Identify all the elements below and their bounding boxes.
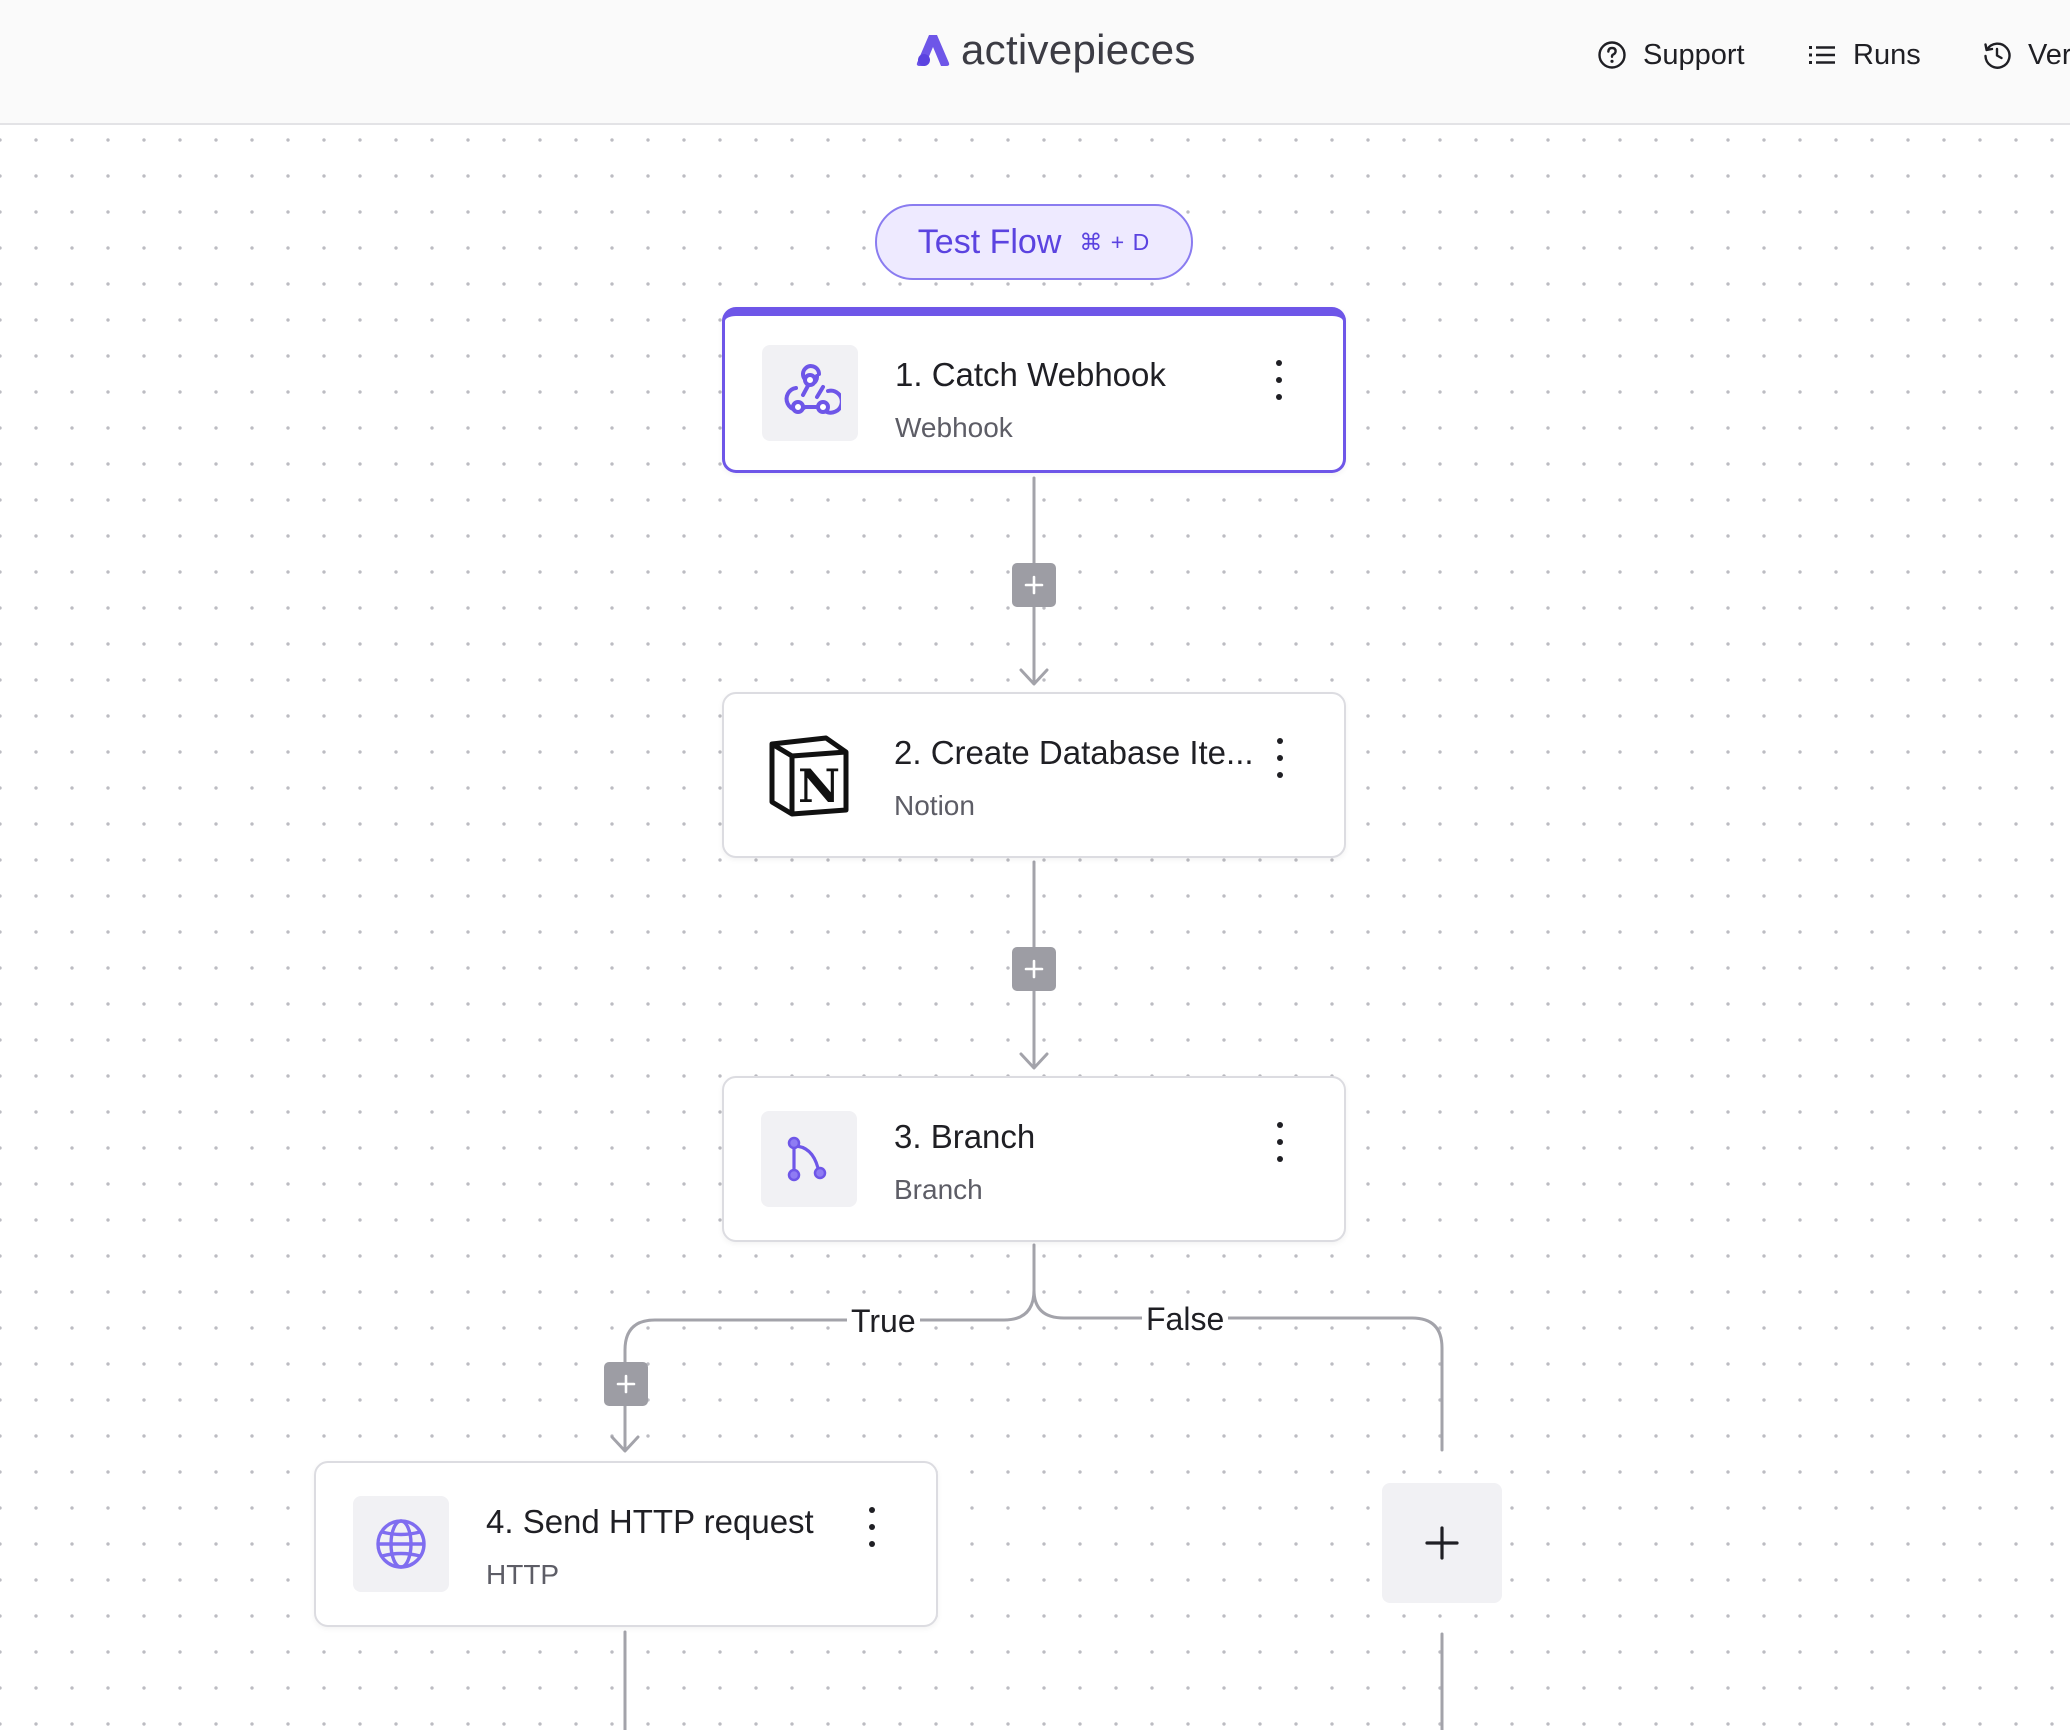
plus-icon xyxy=(1024,959,1044,979)
arrow-head-true-branch xyxy=(610,1435,640,1453)
step-icon-box xyxy=(762,345,858,441)
step-more-menu-icon[interactable] xyxy=(1268,738,1292,778)
branch-label-true: True xyxy=(847,1302,920,1340)
step-title: 2. Create Database Ite... xyxy=(894,734,1254,771)
globe-icon xyxy=(376,1519,426,1569)
step-card-create-database-item[interactable]: N 2. Create Database Ite... Notion xyxy=(722,692,1346,858)
plus-icon xyxy=(1024,575,1044,595)
step-title: 4. Send HTTP request xyxy=(486,1503,814,1540)
webhook-icon xyxy=(784,364,841,415)
connector-true-branch xyxy=(623,1243,1036,1452)
notion-icon: N xyxy=(769,735,849,817)
list-icon xyxy=(1809,46,1835,64)
test-flow-button[interactable]: Test Flow ⌘ + D xyxy=(875,204,1193,280)
runs-button[interactable]: Runs xyxy=(1807,34,1921,76)
step-subtitle: Branch xyxy=(894,1174,983,1205)
step-card-send-http-request[interactable]: 4. Send HTTP request HTTP xyxy=(314,1461,938,1627)
step-more-menu-icon[interactable] xyxy=(860,1507,884,1547)
step-subtitle: Webhook xyxy=(895,412,1013,443)
versions-label: Ver xyxy=(2028,38,2070,71)
support-label: Support xyxy=(1643,38,1745,71)
step-more-menu-icon[interactable] xyxy=(1268,1122,1292,1162)
add-step-button[interactable] xyxy=(1012,947,1056,991)
step-subtitle: Notion xyxy=(894,790,975,821)
step-title: 1. Catch Webhook xyxy=(895,356,1166,393)
step-subtitle: HTTP xyxy=(486,1559,560,1590)
help-circle-icon xyxy=(1598,41,1626,69)
brand-logo[interactable]: activepieces xyxy=(915,26,1196,74)
activepieces-logo-icon xyxy=(916,35,950,66)
arrow-head-2-3 xyxy=(1019,1052,1049,1070)
add-step-false-branch-button[interactable] xyxy=(1382,1483,1502,1603)
brand-name: activepieces xyxy=(961,26,1196,73)
step-icon-box: N xyxy=(761,727,857,823)
support-button[interactable]: Support xyxy=(1597,34,1745,76)
test-flow-label: Test Flow xyxy=(917,222,1062,261)
add-step-true-branch-button[interactable] xyxy=(604,1362,648,1406)
versions-button[interactable]: Ver xyxy=(1982,34,2070,76)
top-bar: activepieces Support Runs Ver xyxy=(0,0,2070,125)
step-icon-box xyxy=(761,1111,857,1207)
test-flow-shortcut: ⌘ + D xyxy=(1079,228,1151,255)
step-card-branch[interactable]: 3. Branch Branch xyxy=(722,1076,1346,1242)
add-step-button[interactable] xyxy=(1012,563,1056,607)
branch-icon xyxy=(787,1136,827,1182)
arrow-head-1-2 xyxy=(1019,668,1049,686)
plus-icon xyxy=(1425,1526,1459,1560)
step-icon-box xyxy=(353,1496,449,1592)
plus-icon xyxy=(616,1374,636,1394)
svg-text:N: N xyxy=(798,759,840,813)
step-more-menu-icon[interactable] xyxy=(1267,360,1291,400)
connector-false-branch xyxy=(1032,1288,1444,1452)
step-title: 3. Branch xyxy=(894,1118,1036,1155)
branch-label-false: False xyxy=(1142,1300,1229,1338)
history-icon xyxy=(1984,42,2011,69)
step-card-catch-webhook[interactable]: 1. Catch Webhook Webhook xyxy=(722,307,1346,473)
runs-label: Runs xyxy=(1853,38,1921,71)
